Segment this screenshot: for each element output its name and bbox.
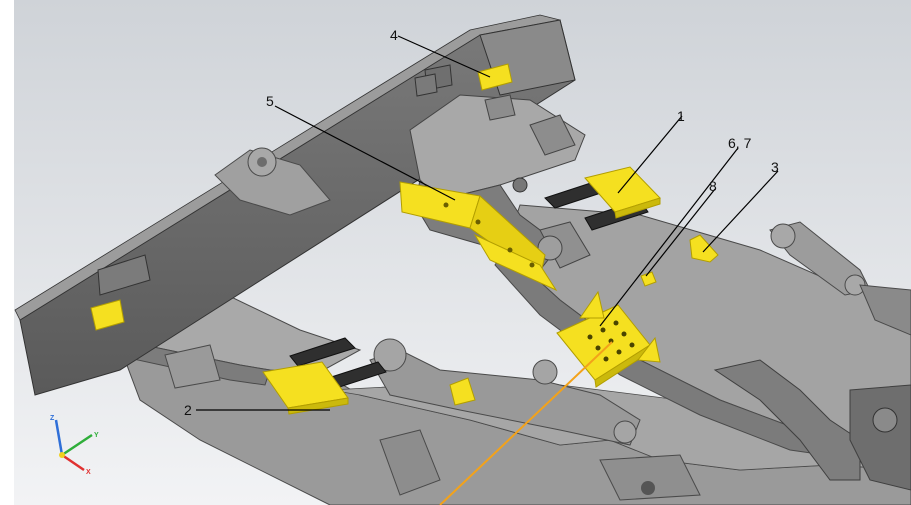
right-rear-arm xyxy=(769,221,911,336)
callout-4: 4 xyxy=(390,27,398,43)
leader-lines xyxy=(196,35,779,411)
part-5-bar[interactable] xyxy=(399,181,558,292)
part-4-bracket-left[interactable] xyxy=(90,299,125,331)
center-bracket[interactable] xyxy=(449,377,476,406)
triad-x-axis-line xyxy=(61,453,85,472)
triad-origin xyxy=(59,452,65,458)
triad-z-label: Z xyxy=(50,415,55,422)
callout-5: 5 xyxy=(266,93,274,109)
part-6-7-mount-plate[interactable] xyxy=(556,290,661,388)
left-lower-arm xyxy=(369,338,701,501)
left-margin xyxy=(0,0,14,505)
callout-3: 3 xyxy=(771,159,779,175)
triad-y-axis-line xyxy=(61,433,93,457)
callout-2: 2 xyxy=(184,402,192,418)
callout-1: 1 xyxy=(677,108,685,124)
rear-left-arm xyxy=(214,147,331,216)
triad-y-label: Y xyxy=(94,432,99,439)
part-3-bracket[interactable] xyxy=(689,234,719,263)
coordinate-triad: Y Z X xyxy=(50,415,99,476)
alignment-ray xyxy=(439,341,613,505)
right-lower-bracket xyxy=(713,359,911,491)
triad-x-label: X xyxy=(86,469,91,476)
part-1-plate[interactable] xyxy=(584,166,661,219)
triad-z-axis-line xyxy=(54,419,64,456)
part-4-bracket[interactable] xyxy=(477,63,513,91)
callout-6-7: 6, 7 xyxy=(728,135,752,151)
callout-8: 8 xyxy=(709,178,717,194)
